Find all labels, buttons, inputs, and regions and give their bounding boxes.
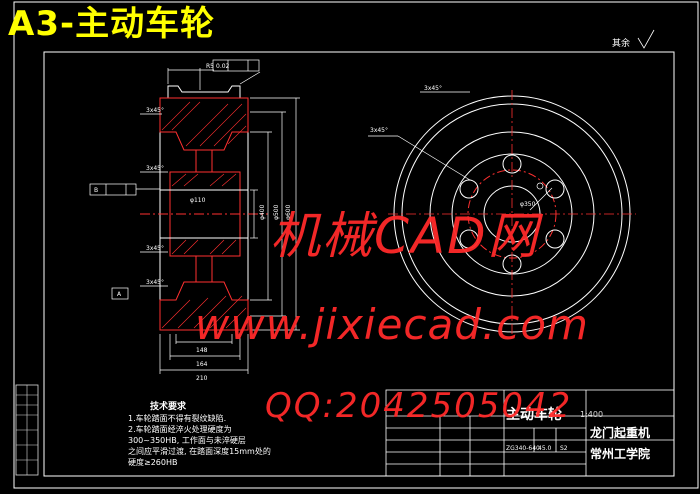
hatch-lines <box>161 101 247 329</box>
watermark-cn: 机械CAD网 <box>270 207 540 265</box>
part-name: 主动车轮 <box>506 407 562 423</box>
roughness-symbol <box>637 29 655 49</box>
svg-text:164: 164 <box>196 361 208 368</box>
svg-text:φ110: φ110 <box>190 197 206 204</box>
scale-text: 1:400 <box>580 410 604 419</box>
notes-heading: 技术要求 <box>150 402 187 412</box>
note-line: 2.车轮踏面经淬火处理硬度为 <box>128 425 232 434</box>
page-title: A3-主动车轮 <box>8 4 216 44</box>
section-view <box>140 85 268 331</box>
tb-qty: 45.0 <box>538 445 552 452</box>
svg-text:148: 148 <box>196 347 208 354</box>
front-centerlines <box>388 90 636 338</box>
chamfer-label: 3x45° <box>146 107 164 114</box>
svg-text:3x45°: 3x45° <box>146 279 164 286</box>
svg-text:3x45°: 3x45° <box>370 127 388 134</box>
tb-material: ZG340-640 <box>506 445 540 452</box>
watermark-qq: QQ:2042505042 <box>265 386 573 426</box>
svg-text:R5: R5 <box>206 63 214 70</box>
watermark-url: www.jixiecad.com <box>195 300 589 349</box>
svg-text:B: B <box>94 187 98 194</box>
outer-frame <box>13 1 699 489</box>
project-name: 龙门起重机 <box>590 426 651 440</box>
school-name: 常州工学院 <box>590 447 651 461</box>
tb-code: S2 <box>560 445 568 452</box>
front-leaders <box>368 91 553 211</box>
svg-text:φ500: φ500 <box>273 204 280 220</box>
note-line: 硬度≥260HB <box>128 458 178 467</box>
technical-notes: 技术要求 1.车轮踏面不得有裂纹缺陷. 2.车轮踏面经淬火处理硬度为 300~3… <box>128 402 288 468</box>
note-line: 之间应平滑过渡, 在踏面深度15mm处的 <box>128 447 271 456</box>
svg-text:210: 210 <box>196 375 208 382</box>
section-dimensions <box>140 68 300 374</box>
tolerance-frames <box>89 59 260 300</box>
svg-text:φ400: φ400 <box>259 204 266 220</box>
roughness-note: 其余 <box>612 39 631 49</box>
section-dim-text: 3x45° 3x45° 3x45° 3x45° φ110 164 148 210… <box>94 63 292 382</box>
svg-text:φ350: φ350 <box>520 201 536 208</box>
note-line: 300~350HB, 工作面与未淬硬层 <box>128 436 246 445</box>
svg-text:0.02: 0.02 <box>216 63 230 70</box>
inner-frame <box>43 51 675 477</box>
title-block <box>385 389 675 477</box>
svg-text:φ600: φ600 <box>285 204 292 220</box>
svg-text:A: A <box>117 291 122 298</box>
note-line: 1.车轮踏面不得有裂纹缺陷. <box>128 414 227 423</box>
svg-text:3x45°: 3x45° <box>146 165 164 172</box>
svg-text:3x45°: 3x45° <box>146 245 164 252</box>
svg-text:3x45°: 3x45° <box>424 85 442 92</box>
